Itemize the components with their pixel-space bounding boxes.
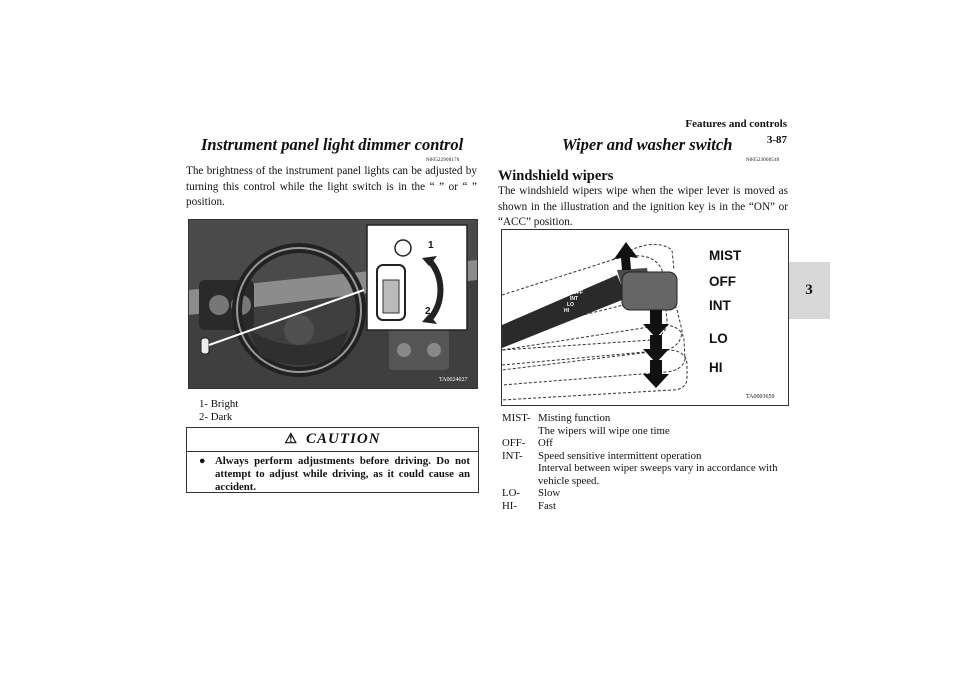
windshield-wipers-heading: Windshield wipers [498, 168, 614, 184]
caution-title: ⚠ CAUTION [187, 431, 478, 448]
label-hi: HI [709, 360, 723, 375]
dashboard-illustration [189, 220, 477, 388]
legend-key-off: OFF- [502, 437, 526, 449]
callout-bright: 1 [428, 240, 434, 251]
caution-title-text: CAUTION [306, 431, 381, 447]
legend-key-hi: HI- [502, 499, 517, 512]
caution-text-block: ● Always perform adjustments before driv… [187, 455, 478, 494]
warning-icon: ⚠ [284, 432, 299, 447]
lever-position-labels: MIST OFF INT LO HI [564, 284, 588, 314]
legend-text-off: Off [538, 437, 553, 449]
wiper-lever-illustration [502, 242, 688, 401]
bullet-icon: ● [199, 455, 206, 467]
dimmer-paragraph: The brightness of the instrument panel l… [186, 164, 477, 211]
legend-text-hi: Fast [538, 499, 556, 512]
label-int: INT [709, 298, 731, 313]
caution-box: ⚠ CAUTION ● Always perform adjustments be… [186, 427, 479, 493]
lever-label-int: INT [570, 296, 579, 302]
label-lo: LO [709, 331, 728, 346]
lever-label-lo: LO [567, 302, 574, 308]
legend-key-mist: MIST- [502, 412, 531, 424]
legend-desc-mist: Misting function The wipers will wipe on… [538, 412, 670, 437]
legend-text-mist: Misting function [538, 412, 611, 424]
section-header: Features and controls [685, 118, 787, 130]
page-number: 3-87 [766, 134, 787, 146]
dimmer-paragraph-text: The brightness of the instrument panel l… [186, 165, 477, 208]
wiper-legend: MIST- Misting function The wipers will w… [502, 412, 792, 512]
dashboard-figure: 1 2 TA0024027 [188, 219, 478, 389]
dimmer-section-code: N00522900176 [426, 158, 460, 163]
label-mist: MIST [709, 248, 742, 263]
legend-row-int: INT- Speed sensitive intermittent operat… [502, 450, 792, 488]
label-off: OFF [709, 274, 736, 289]
legend-row-hi: HI- Fast [502, 500, 792, 513]
legend-key-lo: LO- [502, 487, 520, 499]
wiper-section-code: N00523000549 [746, 158, 780, 163]
dimmer-legend: 1- Bright 2- Dark [199, 398, 238, 423]
dimmer-section-title: Instrument panel light dimmer control [201, 135, 464, 154]
legend-desc-int: Speed sensitive intermittent operation I… [538, 450, 792, 488]
legend-item-bright: 1- Bright [199, 398, 239, 410]
legend-row-lo: LO- Slow [502, 487, 792, 500]
caution-text: Always perform adjustments before drivin… [215, 455, 470, 493]
lever-label-hi: HI [564, 308, 569, 314]
wiper-paragraph: The windshield wipers wipe when the wipe… [498, 185, 788, 228]
chapter-tab: 3 [788, 262, 830, 319]
wiper-figure-code: TA0003659 [746, 394, 775, 400]
lever-label-mist: MIST [576, 284, 588, 290]
legend-text-lo: Slow [538, 487, 561, 499]
legend-row-off: OFF- Off [502, 437, 792, 450]
lever-label-off: OFF [573, 290, 583, 296]
wiper-figure: MIST OFF INT LO HI MIST OFF INT LO HI TA… [501, 229, 789, 406]
caution-divider [187, 451, 478, 452]
legend-text2-int: Interval between wiper sweeps vary in ac… [538, 462, 778, 487]
callout-dark: 2 [425, 306, 431, 317]
legend-text-int: Speed sensitive intermittent operation [538, 449, 702, 462]
dashboard-figure-code: TA0024027 [439, 377, 468, 383]
legend-text2-mist: The wipers will wipe one time [538, 424, 670, 437]
legend-item-dark: 2- Dark [199, 410, 233, 423]
legend-row-mist: MIST- Misting function The wipers will w… [502, 412, 792, 437]
legend-key-int: INT- [502, 449, 523, 462]
wiper-section-title: Wiper and washer switch [562, 135, 733, 154]
